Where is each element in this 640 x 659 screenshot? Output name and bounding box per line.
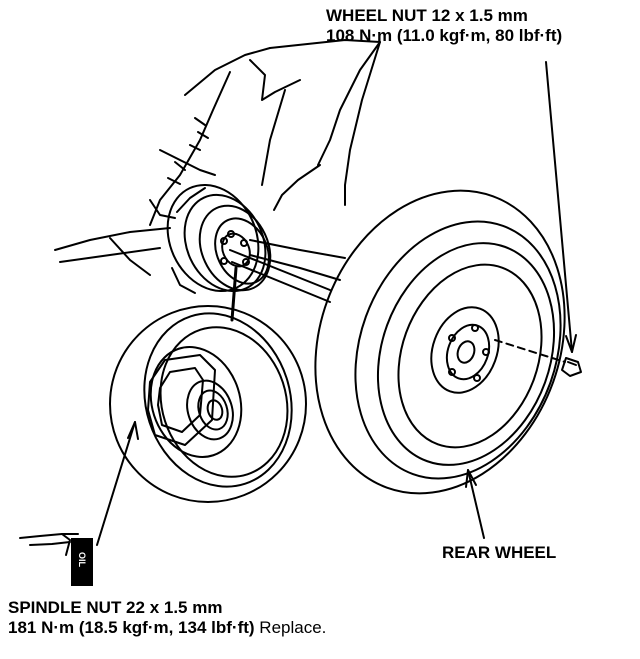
wheel-nut-torque: 108 N·m (11.0 kgf·m, 80 lbf·ft) [326, 26, 563, 45]
spindle-nut-title: SPINDLE NUT 22 x 1.5 mm [8, 598, 223, 617]
rear-wheel-arrow [465, 469, 485, 539]
wheel-nut-title: WHEEL NUT 12 x 1.5 mm [326, 6, 528, 25]
wheel-nut-callout: WHEEL NUT 12 x 1.5 mm 108 N·m (11.0 kgf·… [326, 6, 562, 46]
vehicle-body-outline [54, 39, 381, 303]
torque-wrench-tool [19, 533, 79, 556]
spindle-nut-arrow [96, 421, 139, 546]
brake-drum [166, 183, 272, 294]
oil-tag-label: OIL [77, 552, 87, 567]
spindle-nut-torque-line: 181 N·m (18.5 kgf·m, 134 lbf·ft) Replace… [8, 618, 326, 638]
rear-wheel-tire [314, 189, 566, 495]
wheel-nut-arrow [545, 61, 577, 353]
spindle-detail-magnifier [109, 305, 307, 503]
spindle-nut-callout: SPINDLE NUT 22 x 1.5 mm 181 N·m (18.5 kg… [8, 598, 326, 638]
detail-pointer-line [230, 266, 238, 322]
spindle-nut-note: Replace. [259, 618, 327, 637]
spindle-nut-torque: 181 N·m (18.5 kgf·m, 134 lbf·ft) [8, 618, 255, 637]
wheel-nut [494, 339, 582, 377]
rear-wheel-callout: REAR WHEEL [442, 543, 557, 562]
oil-tag-icon [71, 538, 93, 586]
